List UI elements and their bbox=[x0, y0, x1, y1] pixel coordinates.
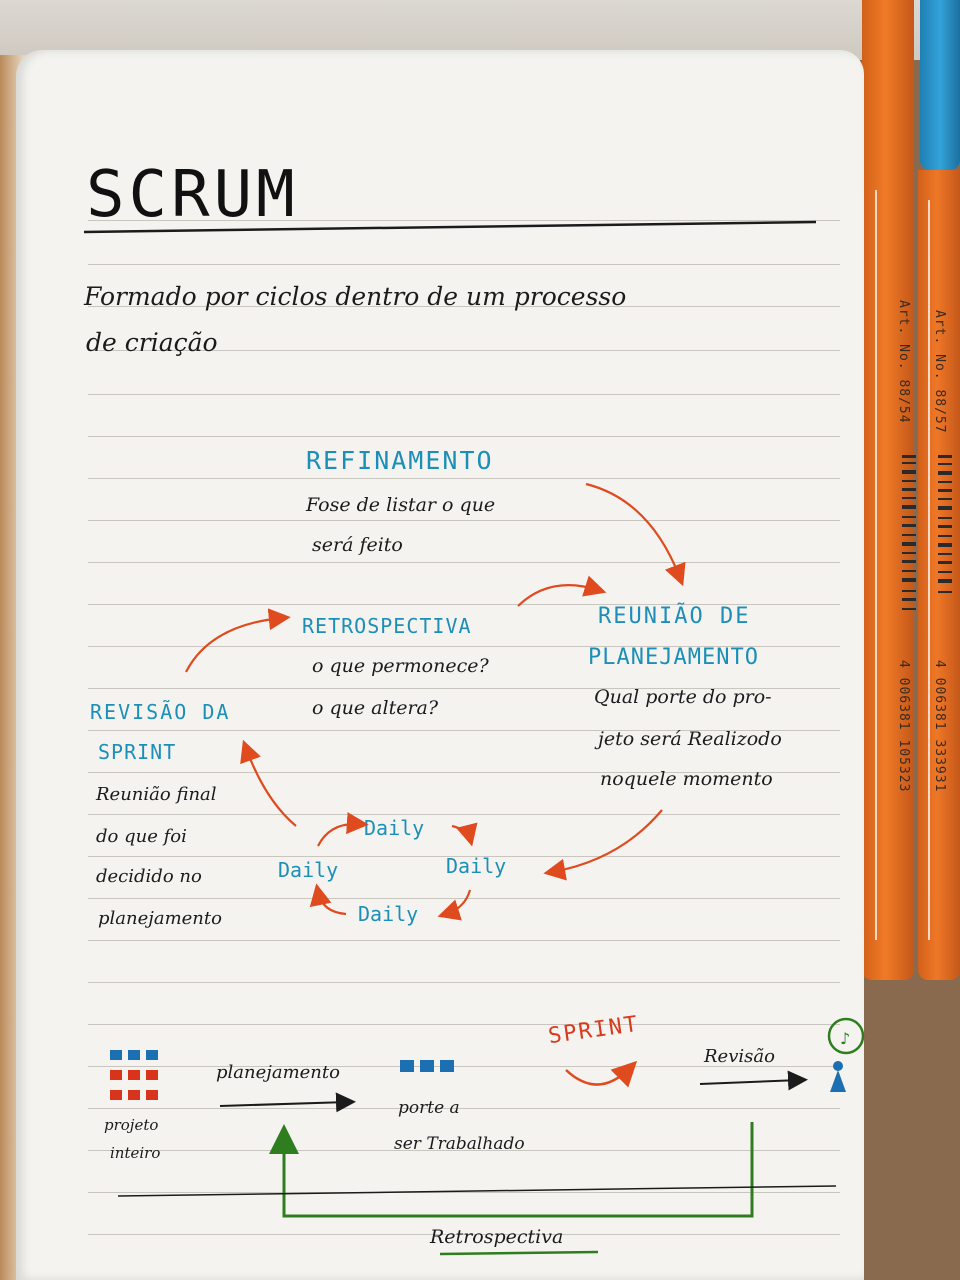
flow-parte-1: porte a bbox=[398, 1098, 460, 1118]
reuniao-heading-1: REUNIÃO DE bbox=[598, 604, 751, 629]
reuniao-heading-2: PLANEJAMENTO bbox=[588, 645, 759, 670]
page-title: SCRUM bbox=[86, 158, 299, 232]
refinamento-line-2: será feito bbox=[312, 534, 403, 556]
revisao-line-1: Reunião final bbox=[96, 784, 217, 805]
revisao-line-3: decidido no bbox=[96, 866, 202, 887]
reuniao-line-1: Qual porte do pro- bbox=[594, 686, 772, 708]
flow-parte-2: ser Trabalhado bbox=[394, 1134, 525, 1154]
blue-pen-cap bbox=[920, 0, 960, 170]
revisao-heading-2: SPRINT bbox=[98, 740, 177, 764]
svg-text:♪: ♪ bbox=[840, 1029, 850, 1048]
retrospectiva-line-1: o que permonece? bbox=[312, 655, 489, 677]
reuniao-line-3: noquele momento bbox=[600, 768, 773, 790]
flow-projeto-1: projeto bbox=[104, 1116, 159, 1134]
reuniao-line-2: jeto será Realizodo bbox=[598, 728, 782, 750]
retrospectiva-heading: RETROSPECTIVA bbox=[302, 614, 472, 638]
refinamento-line-1: Fose de listar o que bbox=[306, 494, 496, 516]
flow-projeto-2: inteiro bbox=[110, 1144, 161, 1162]
person-icon bbox=[830, 1061, 846, 1092]
part-squares-icon bbox=[400, 1060, 454, 1072]
refinamento-heading: REFINAMENTO bbox=[306, 446, 494, 475]
flow-revisao: Revisão bbox=[704, 1046, 775, 1067]
intro-line-2: de criação bbox=[86, 328, 218, 357]
daily-bottom: Daily bbox=[358, 902, 419, 926]
project-squares-icon bbox=[110, 1050, 158, 1100]
pen-back-barcode: 4 006381 333931 bbox=[932, 660, 947, 793]
revisao-heading-1: REVISÃO DA bbox=[90, 700, 231, 724]
revisao-line-2: do que foi bbox=[96, 826, 187, 847]
pen-back-code: Art. No. 88/57 bbox=[932, 310, 947, 434]
daily-left: Daily bbox=[278, 858, 339, 882]
revisao-line-4: planejamento bbox=[98, 908, 222, 929]
pen-front-code: Art. No. 88/54 bbox=[896, 300, 911, 424]
retrospectiva-line-2: o que altera? bbox=[312, 697, 439, 719]
flow-retrospectiva: Retrospectiva bbox=[430, 1226, 564, 1248]
check-icon bbox=[827, 1017, 865, 1055]
daily-top: Daily bbox=[364, 816, 425, 840]
intro-line-1: Formado por ciclos dentro de um processo bbox=[84, 282, 627, 311]
orange-pen-back bbox=[918, 170, 960, 980]
daily-right: Daily bbox=[446, 854, 507, 878]
pen-front-barcode: 4 006381 105323 bbox=[896, 660, 911, 793]
flow-planejamento: planejamento bbox=[216, 1062, 340, 1083]
